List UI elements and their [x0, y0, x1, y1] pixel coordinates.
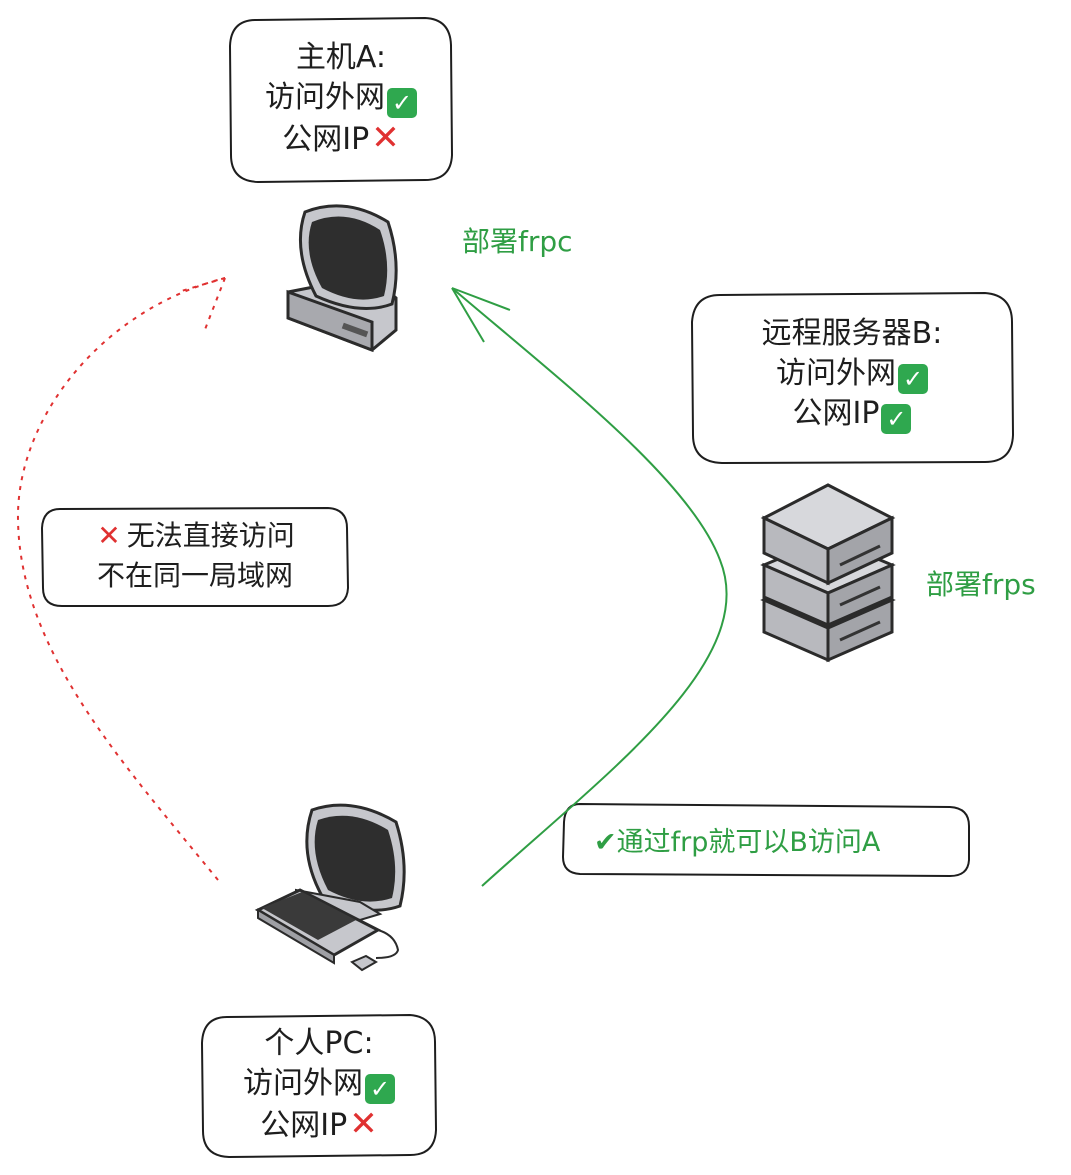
frp-access-arrow-head: [451, 287, 511, 343]
cross-icon: ✕: [97, 519, 121, 552]
host-a-public-ip-label: 公网IP: [282, 122, 370, 157]
pc-box-outline: [200, 1013, 438, 1159]
check-box-icon: ✓: [365, 1074, 395, 1104]
host-a-computer-icon: [286, 204, 398, 353]
server-b-line2: 公网IP✓: [694, 394, 1010, 434]
cross-icon: ✕: [349, 1104, 378, 1144]
pc-info-box: 个人PC: 访问外网✓ 公网IP✕: [204, 1024, 434, 1146]
no-access-note-outline: [40, 506, 350, 607]
server-b-box-outline: [690, 291, 1015, 465]
no-access-text: 无法直接访问: [126, 519, 295, 552]
server-b-icon: [760, 483, 896, 663]
no-access-note: ✕无法直接访问 不在同一局域网: [44, 516, 346, 596]
host-a-line2: 公网IP✕: [232, 118, 450, 160]
pc-line2: 公网IP✕: [204, 1104, 434, 1146]
cross-icon: ✕: [371, 118, 400, 158]
host-a-line1: 访问外网✓: [232, 78, 450, 118]
pc-line1: 访问外网✓: [204, 1064, 434, 1104]
host-a-box-outline: [228, 16, 454, 184]
no-access-arrow: [16, 277, 226, 881]
pc-title: 个人PC:: [264, 1026, 374, 1061]
pc-public-ip-label: 公网IP: [260, 1108, 348, 1143]
no-access-line1: ✕无法直接访问: [44, 516, 346, 556]
host-a-internet-label: 访问外网: [265, 80, 385, 115]
check-box-icon: ✓: [387, 88, 417, 118]
frp-access-arrow: [451, 287, 728, 887]
not-same-lan-text: 不在同一局域网: [96, 559, 293, 592]
server-b-public-ip-label: 公网IP: [792, 396, 880, 431]
check-box-icon: ✓: [881, 404, 912, 434]
server-b-line1: 访问外网✓: [694, 354, 1010, 394]
pc-internet-label: 访问外网: [243, 1066, 363, 1101]
host-a-title: 主机A:: [295, 40, 387, 75]
host-a-info-box: 主机A: 访问外网✓ 公网IP✕: [232, 38, 450, 160]
personal-pc-icon: [254, 803, 406, 972]
deploy-frpc-label: 部署frpc: [462, 225, 573, 258]
check-box-icon: ✓: [898, 364, 928, 394]
frp-note-outline: [561, 802, 970, 878]
no-access-arrow-head: [177, 277, 226, 333]
server-b-internet-label: 访问外网: [776, 356, 896, 391]
frp-note-text: ✔通过frp就可以B访问A: [594, 827, 881, 858]
server-b-title: 远程服务器B:: [761, 316, 943, 351]
server-b-info-box: 远程服务器B: 访问外网✓ 公网IP✓: [694, 314, 1010, 434]
deploy-frps-label: 部署frps: [926, 568, 1036, 601]
